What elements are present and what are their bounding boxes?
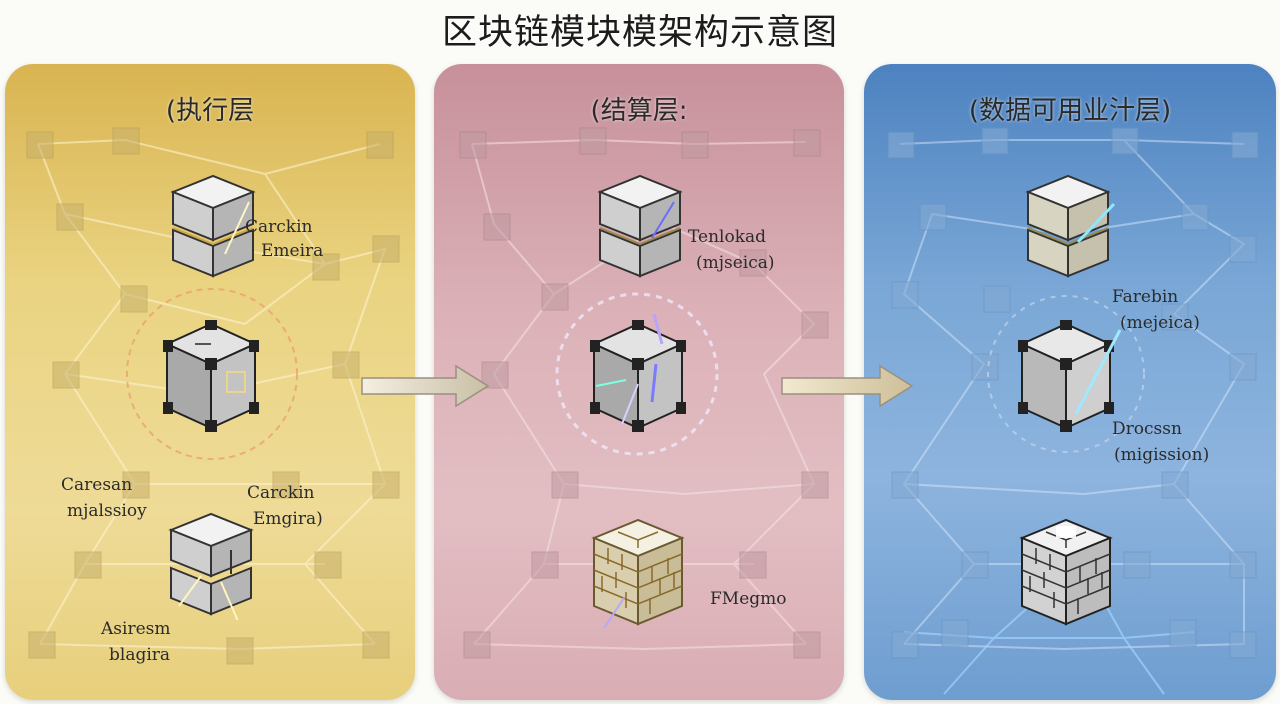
network-lines xyxy=(459,127,829,659)
block-cube-icon xyxy=(597,174,683,278)
cube-label: Emeira xyxy=(261,241,324,261)
cube-label: Farebin xyxy=(1112,287,1179,307)
flow-arrow-icon xyxy=(781,364,914,408)
chain-cube-icon xyxy=(163,320,259,432)
cube-label: mjalssioy xyxy=(67,501,147,521)
cube-label: Carckin xyxy=(245,217,313,237)
settlement-layer-panel: (结算层: Tenlokad (mjsei xyxy=(434,64,844,700)
block-cube-icon xyxy=(1025,174,1116,278)
chain-cube-icon xyxy=(1018,320,1122,432)
cube-label: Caresan xyxy=(61,475,133,495)
cube-label: (migission) xyxy=(1114,445,1210,465)
panel-title: (结算层: xyxy=(590,96,688,126)
diagram-title: 区块链模块模架构示意图 xyxy=(441,13,838,53)
cube-label: FMegmo xyxy=(710,589,787,609)
cube-label: Asiresm xyxy=(101,619,171,639)
block-cube-icon xyxy=(168,512,254,620)
cube-label: (mejeica) xyxy=(1120,313,1200,333)
data-availability-layer-panel: (数据可用业汁层) Farebin (mejeica) Drocss xyxy=(864,64,1276,700)
cube-label: Tenlokad xyxy=(688,227,767,247)
cube-label: Drocssn xyxy=(1112,419,1182,439)
brick-cube-icon xyxy=(1019,518,1113,626)
execution-layer-panel: (执行层 Carckin Emeira Caresan mjalssio xyxy=(5,64,415,700)
panel-title: (数据可用业汁层) xyxy=(968,96,1172,126)
panel-title: (执行层 xyxy=(165,96,255,126)
network-lines xyxy=(26,127,400,665)
brick-cube-icon xyxy=(591,518,685,628)
chain-cube-icon xyxy=(590,314,686,432)
cube-label: Carckin xyxy=(247,483,315,503)
cube-label: (mjseica) xyxy=(696,253,775,273)
flow-arrow-icon xyxy=(361,364,490,408)
cube-label: blagira xyxy=(109,645,171,665)
block-cube-icon xyxy=(170,174,256,278)
cube-label: Emgira) xyxy=(253,509,323,529)
